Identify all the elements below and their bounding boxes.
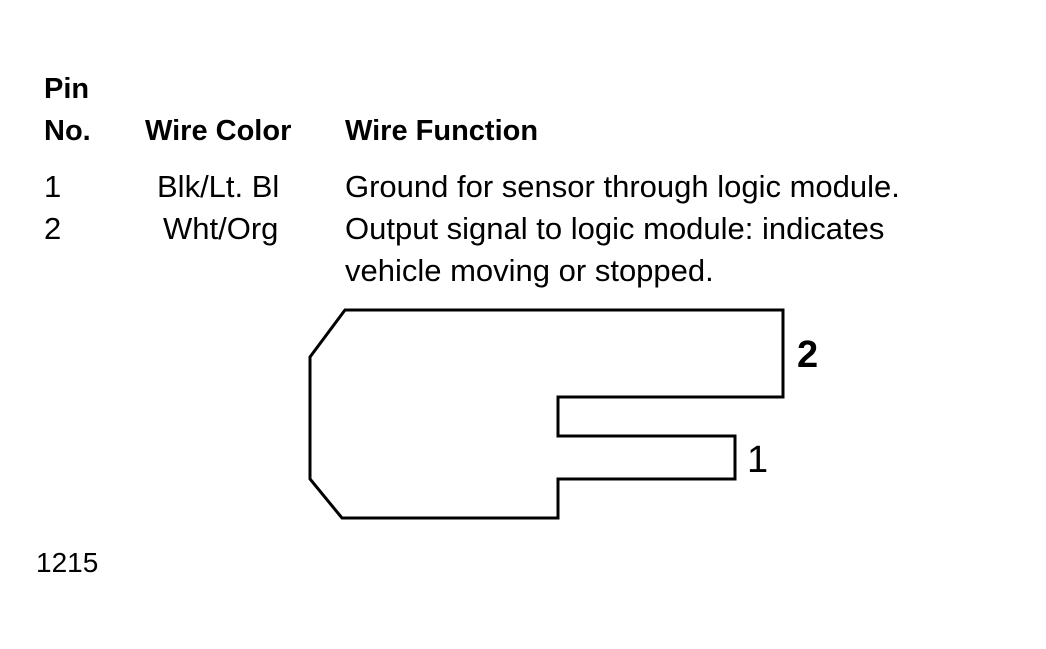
- row-1-wire-color: Blk/Lt. Bl: [157, 169, 280, 204]
- connector-pin-1-label: 1: [747, 439, 769, 481]
- row-1-function-line-1: Ground for sensor through logic module.: [345, 169, 900, 204]
- pin-no-header-line1: Pin: [44, 73, 90, 105]
- row-2-pin: 2: [44, 211, 62, 246]
- row-1-pin: 1: [44, 169, 62, 204]
- wire-color-header: Wire Color: [145, 115, 292, 147]
- pin-no-header-line2: No.: [44, 115, 91, 147]
- connector-pin-2-label: 2: [797, 334, 819, 376]
- figure-number: 1215: [36, 547, 99, 578]
- row-2-function-line-2: vehicle moving or stopped.: [345, 253, 714, 288]
- row-2-wire-color: Wht/Org: [163, 211, 279, 246]
- row-2-function-line-1: Output signal to logic module: indicates: [345, 211, 885, 246]
- connector-body-outline: [308, 308, 785, 520]
- wire-function-header: Wire Function: [345, 115, 539, 147]
